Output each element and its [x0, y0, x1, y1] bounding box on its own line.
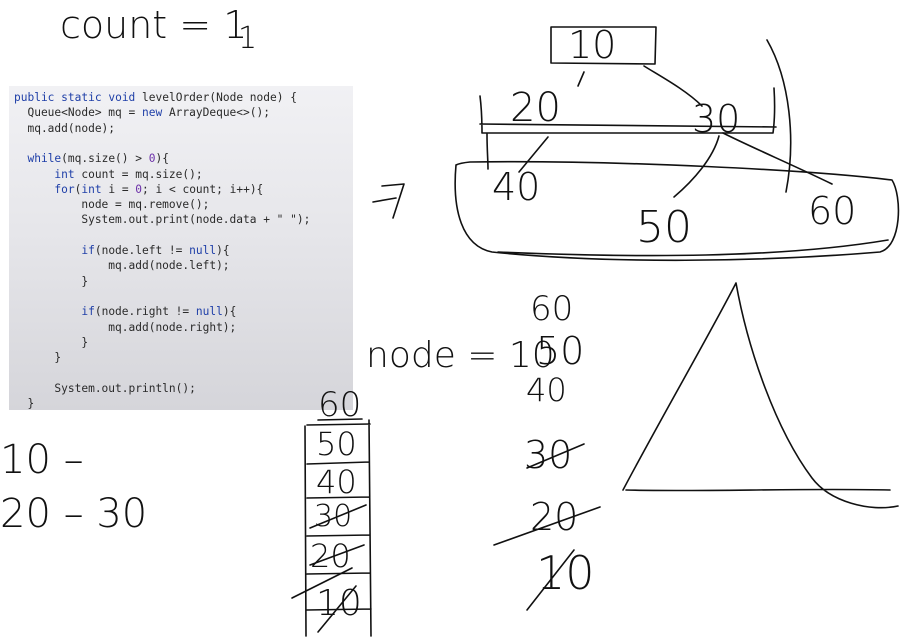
queue-item-60: 60 [318, 385, 362, 425]
code-line: } [14, 274, 89, 288]
tree-edge-20-40 [518, 136, 549, 173]
level2-highlight-box [454, 160, 900, 262]
queue-item-30: 30 [314, 499, 353, 534]
strike-20-queue [309, 544, 365, 566]
code-line: mq.add(node.left); [14, 259, 230, 273]
code-screenshot-panel: public static void levelOrder(Node node)… [9, 86, 353, 410]
subtree-triangle [622, 282, 899, 509]
node-note: node = 10 [366, 335, 555, 376]
code-line: if(node.right != null){ [81, 305, 237, 319]
code-line: } [14, 351, 62, 365]
code-line: System.out.println(); [14, 381, 196, 395]
output-line-1: 10 – [0, 437, 84, 483]
code-line: mq.add(node); [14, 121, 116, 135]
tree-node-30: 30 [692, 97, 741, 141]
output-stack-20: 20 [530, 495, 579, 539]
strike-30-queue [309, 504, 367, 529]
count-extra-mark: 1 [238, 21, 258, 56]
output-stack-50: 50 [536, 329, 585, 373]
code-line: } [14, 397, 35, 410]
tree-edge-10-20 [577, 71, 585, 87]
code-line: node = mq.remove(); [14, 198, 210, 212]
strike-30-output [526, 443, 585, 469]
queue-stack-outline [304, 419, 372, 637]
code-line: } [14, 335, 89, 349]
output-line-2: 20 – 30 [0, 491, 148, 537]
code-line: for(int i = 0; i < count; i++){ [54, 182, 264, 196]
code-line: if(node.left != null){ [81, 244, 230, 257]
tree-edge-30-60 [722, 132, 833, 185]
strike-10-output [526, 549, 575, 611]
output-stack-30: 30 [524, 433, 573, 477]
code-line: public static void levelOrder(Node node)… [14, 91, 297, 104]
tree-node-60: 60 [808, 189, 857, 233]
output-stack-40: 40 [526, 371, 567, 409]
strike-20-output [493, 506, 601, 546]
code-line: System.out.print(node.data + " "); [14, 213, 311, 227]
output-stack-10: 10 [536, 546, 595, 600]
code-line: int count = mq.size(); [54, 167, 203, 181]
tree-edge-10-30 [643, 65, 703, 107]
level2-inner-line [497, 239, 889, 257]
queue-top-underline [317, 418, 363, 421]
code-line: while(mq.size() > 0){ [27, 152, 169, 166]
root-node-box [550, 26, 657, 65]
queue-item-40: 40 [316, 463, 357, 501]
level1-highlight-box [479, 87, 777, 170]
arrow-stroke [372, 183, 405, 219]
tree-edge-30-50 [673, 135, 720, 198]
level1-side-curve [766, 39, 792, 193]
queue-item-50: 50 [316, 425, 357, 463]
queue-item-10: 10 [316, 583, 362, 624]
strike-10-queue [291, 567, 357, 633]
code-line: Queue<Node> mq = new ArrayDeque<>(); [14, 106, 270, 120]
tree-node-20: 20 [510, 85, 561, 131]
count-note: count = 1 [60, 3, 248, 47]
tree-node-40: 40 [492, 165, 541, 209]
tree-node-50: 50 [636, 202, 692, 253]
queue-item-20: 20 [310, 537, 351, 575]
output-stack-60: 60 [530, 289, 574, 329]
code-line: mq.add(node.right); [14, 320, 237, 334]
tree-root-label: 10 [568, 23, 617, 67]
